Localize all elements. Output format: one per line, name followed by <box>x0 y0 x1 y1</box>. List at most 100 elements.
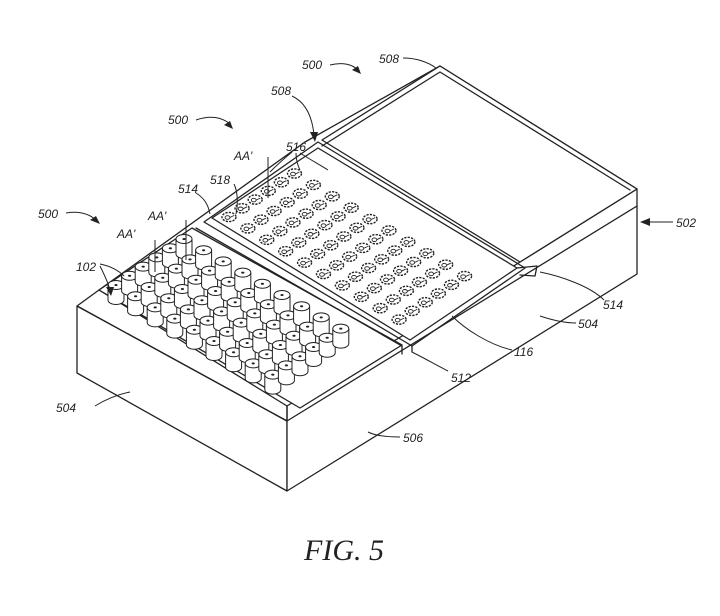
label-506: 506 <box>403 431 423 445</box>
well <box>368 233 384 245</box>
cylinder <box>195 245 213 271</box>
label-514-left: 514 <box>178 182 198 196</box>
cylinder-well <box>98 227 403 409</box>
well <box>419 247 435 259</box>
well <box>404 305 420 317</box>
well <box>296 257 313 268</box>
cylinder <box>318 332 336 358</box>
well <box>400 236 416 248</box>
well <box>279 196 295 208</box>
well <box>355 242 371 254</box>
cylinder <box>207 286 225 311</box>
label-116: 116 <box>514 345 533 359</box>
well <box>272 225 288 237</box>
cylinder <box>238 338 256 363</box>
well <box>278 245 294 257</box>
well <box>398 285 415 297</box>
lid-panel <box>321 65 638 263</box>
well <box>330 211 346 222</box>
well <box>266 205 282 217</box>
well <box>253 214 269 225</box>
box-right-face <box>286 205 638 492</box>
well <box>259 234 275 246</box>
cylinder <box>160 293 178 319</box>
label-aa-left: AA' <box>116 227 136 241</box>
well <box>324 190 340 202</box>
well <box>334 280 351 291</box>
cylinder <box>259 299 277 325</box>
label-518: 518 <box>210 173 230 187</box>
cylinder <box>205 336 223 361</box>
well <box>392 265 409 277</box>
well <box>285 217 301 228</box>
well <box>347 271 364 283</box>
cylinder <box>148 252 166 278</box>
well <box>385 294 401 305</box>
well <box>311 199 327 211</box>
cylinder <box>213 306 231 332</box>
label-500-top: 500 <box>302 58 322 72</box>
well <box>374 253 390 265</box>
cylinder <box>134 261 152 287</box>
label-504-left: 504 <box>56 401 76 415</box>
label-508-top: 508 <box>379 52 399 66</box>
well <box>328 259 345 271</box>
cylinder <box>234 267 252 293</box>
well <box>315 268 332 280</box>
well <box>424 268 441 279</box>
well <box>353 291 369 303</box>
well <box>234 202 250 214</box>
well <box>406 256 422 268</box>
well <box>349 222 365 234</box>
well <box>366 282 383 294</box>
well <box>443 279 460 291</box>
well <box>438 259 454 271</box>
well-plate <box>195 141 538 355</box>
well <box>417 296 433 308</box>
figure-caption: FIG. 5 <box>303 534 384 567</box>
cylinder <box>201 265 219 291</box>
label-102: 102 <box>76 260 96 274</box>
cylinder <box>161 243 179 269</box>
cylinder <box>305 342 323 367</box>
cylinder <box>226 297 244 323</box>
well <box>304 228 320 240</box>
well <box>286 168 303 179</box>
well <box>310 248 326 260</box>
well <box>240 223 256 234</box>
well-array <box>221 168 473 325</box>
well <box>323 239 339 251</box>
label-aa-top: AA' <box>233 149 253 163</box>
well <box>342 251 358 262</box>
well <box>387 245 403 256</box>
cylinder <box>127 291 145 317</box>
cylinder-array <box>107 234 350 395</box>
cylinder <box>246 308 264 334</box>
reference-labels: 500 508 508 500 516 AA' 518 514 500 AA' … <box>38 52 696 445</box>
lid-surface <box>321 65 638 263</box>
well <box>305 179 322 191</box>
label-508: 508 <box>271 84 291 98</box>
leader-lines <box>65 57 673 438</box>
well <box>362 213 378 225</box>
label-aa-mid: AA' <box>147 209 167 223</box>
label-500-left: 500 <box>38 207 58 221</box>
cylinder <box>121 270 139 296</box>
cylinder <box>167 263 185 289</box>
well-plate-frame <box>203 141 526 347</box>
cylinder <box>277 360 295 386</box>
label-514-right: 514 <box>603 298 623 312</box>
well <box>456 270 473 282</box>
label-512: 512 <box>451 371 471 385</box>
well <box>343 202 359 213</box>
well <box>372 302 388 314</box>
well <box>273 176 290 188</box>
label-504-right: 504 <box>578 317 598 331</box>
well <box>317 219 333 231</box>
cylinder <box>220 276 238 302</box>
cylinder <box>291 351 309 377</box>
well <box>391 314 407 325</box>
well <box>247 194 263 205</box>
label-500-mid: 500 <box>168 113 188 127</box>
